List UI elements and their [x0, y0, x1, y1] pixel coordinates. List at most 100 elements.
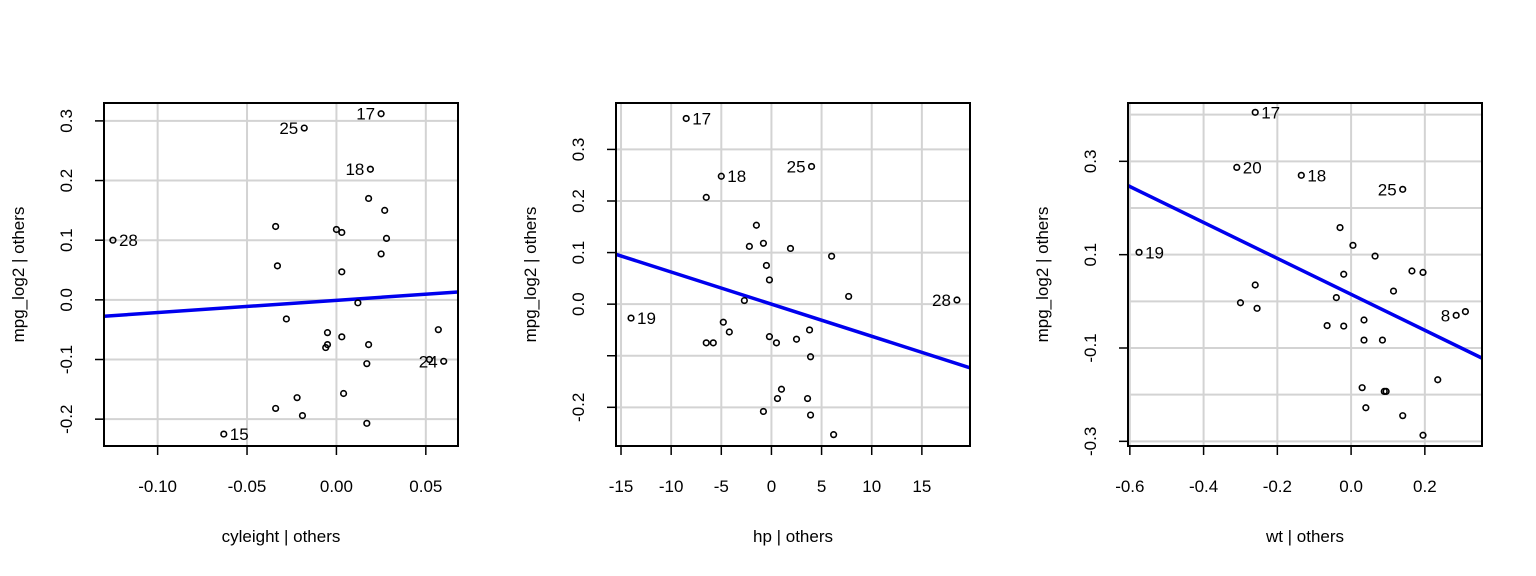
y-tick-label: 0.3 — [1081, 150, 1100, 174]
data-point — [425, 355, 433, 364]
data-point — [845, 292, 853, 301]
x-tick-label: -0.6 — [1115, 477, 1144, 496]
data-point — [382, 234, 391, 243]
data-point — [339, 389, 348, 398]
y-tick-label: -0.2 — [569, 393, 588, 422]
data-point — [282, 315, 290, 323]
data-point — [717, 172, 725, 180]
y-axis-title: mpg_log2 | others — [521, 207, 540, 343]
x-tick-label: -10 — [659, 477, 684, 496]
point-label: 20 — [1243, 158, 1262, 177]
data-point — [725, 328, 733, 336]
data-point — [765, 333, 774, 341]
x-tick-label: 0 — [767, 477, 776, 496]
x-tick-label: -0.10 — [138, 477, 177, 496]
point-label: 15 — [230, 425, 249, 444]
x-tick-label: 0.00 — [320, 477, 353, 496]
x-tick-label: -0.2 — [1263, 477, 1292, 496]
data-point — [740, 296, 748, 305]
y-tick-label: 0.2 — [57, 169, 76, 193]
data-point — [792, 335, 801, 343]
data-point — [1336, 224, 1344, 232]
data-point — [332, 225, 341, 234]
x-tick-label: -15 — [609, 477, 634, 496]
point-label: 8 — [1441, 306, 1450, 325]
x-axis-title: cyleight | others — [222, 527, 341, 546]
x-tick-label: -5 — [714, 477, 729, 496]
data-point — [805, 326, 814, 334]
data-point — [363, 360, 371, 368]
x-tick-label: -0.05 — [228, 477, 267, 496]
data-point — [338, 333, 346, 341]
data-point — [1419, 268, 1427, 277]
data-point — [803, 394, 812, 403]
data-point — [752, 221, 760, 229]
data-point — [1419, 431, 1427, 439]
data-point — [682, 114, 690, 123]
grid — [616, 103, 970, 446]
y-tick-label: -0.1 — [57, 345, 76, 374]
data-point — [1340, 270, 1348, 278]
plot-frame — [615, 102, 971, 447]
point-label: 28 — [932, 291, 951, 310]
data-point — [765, 276, 774, 284]
data-point — [786, 244, 795, 253]
data-point — [1323, 322, 1331, 330]
data-point — [366, 165, 374, 173]
point-label: 18 — [1307, 166, 1326, 185]
data-point — [1371, 252, 1379, 260]
data-point — [702, 193, 710, 201]
data-point — [1399, 185, 1407, 193]
data-point — [1408, 267, 1416, 275]
data-point — [1349, 241, 1357, 249]
x-tick-label: 15 — [912, 477, 931, 496]
data-point — [300, 124, 308, 132]
data-point — [381, 206, 389, 214]
y-tick-label: -0.3 — [1081, 427, 1100, 456]
data-point — [1297, 171, 1305, 179]
point-label: 18 — [727, 167, 746, 186]
y-tick-label: 0.3 — [57, 109, 76, 133]
data-point — [702, 339, 710, 347]
regression-line — [616, 252, 970, 370]
data-point — [322, 343, 330, 352]
y-tick-label: 0.0 — [569, 292, 588, 316]
data-point — [1461, 308, 1470, 316]
data-point — [354, 299, 362, 307]
data-point — [338, 268, 346, 276]
plot-frame — [103, 102, 459, 447]
data-point — [1399, 412, 1407, 420]
point-label: 17 — [1261, 103, 1280, 122]
data-point — [1362, 404, 1370, 412]
x-tick-label: -0.4 — [1189, 477, 1218, 496]
data-point — [762, 261, 771, 270]
data-point — [627, 314, 635, 322]
x-tick-label: 5 — [817, 477, 826, 496]
x-axis-title: hp | others — [753, 527, 833, 546]
data-point — [759, 239, 768, 247]
data-point — [1340, 322, 1348, 330]
data-point — [1253, 304, 1261, 312]
point-label: 18 — [345, 160, 364, 179]
data-point — [1434, 376, 1442, 384]
data-point — [709, 339, 717, 347]
data-point — [1233, 163, 1241, 171]
data-point — [1358, 384, 1366, 392]
y-tick-label: 0.2 — [569, 189, 588, 213]
data-point — [806, 411, 815, 419]
point-label: 25 — [787, 157, 806, 176]
y-axis-title: mpg_log2 | others — [9, 207, 28, 343]
data-point — [323, 329, 332, 337]
point-label: 28 — [119, 231, 138, 250]
grid — [1128, 103, 1482, 446]
grid — [104, 103, 458, 446]
data-point — [773, 394, 782, 403]
data-point — [745, 242, 753, 250]
data-point — [272, 222, 280, 231]
y-tick-label: -0.2 — [57, 405, 76, 434]
plot-frame — [1127, 102, 1483, 447]
point-label: 17 — [356, 105, 375, 124]
